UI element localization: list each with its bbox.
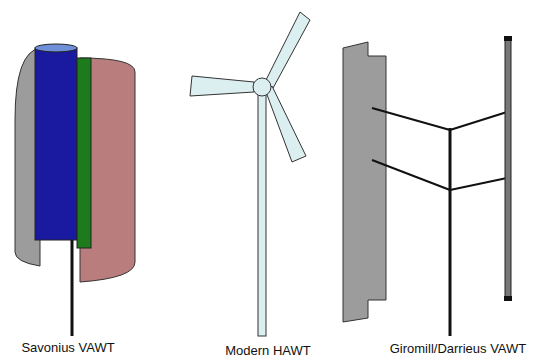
hub [253, 78, 271, 96]
turbine-caption: Savonius VAWT [21, 340, 114, 355]
savonius-rotor [15, 44, 135, 336]
blade [190, 76, 254, 96]
support-arm [372, 160, 450, 190]
rotor-shaft [449, 128, 452, 336]
giromill-turbine [343, 36, 512, 336]
rotor-top [35, 44, 77, 52]
rotor-blade-front [35, 48, 77, 240]
support-arm [450, 112, 507, 130]
thin-blade [505, 38, 511, 300]
blade-cap [504, 36, 512, 41]
blade-cap [504, 296, 512, 301]
blade [266, 12, 310, 90]
support-arm [450, 178, 507, 190]
straight-blade [343, 42, 386, 322]
turbine-caption: Giromill/Darrieus VAWT [390, 341, 527, 356]
support-arm [372, 108, 450, 130]
rotor-shaft [71, 240, 74, 336]
hawt-turbine [190, 12, 310, 336]
rotor-blade-edge [77, 58, 91, 248]
turbine-caption: Modern HAWT [225, 343, 310, 358]
blade [266, 86, 306, 162]
tower [258, 92, 266, 336]
